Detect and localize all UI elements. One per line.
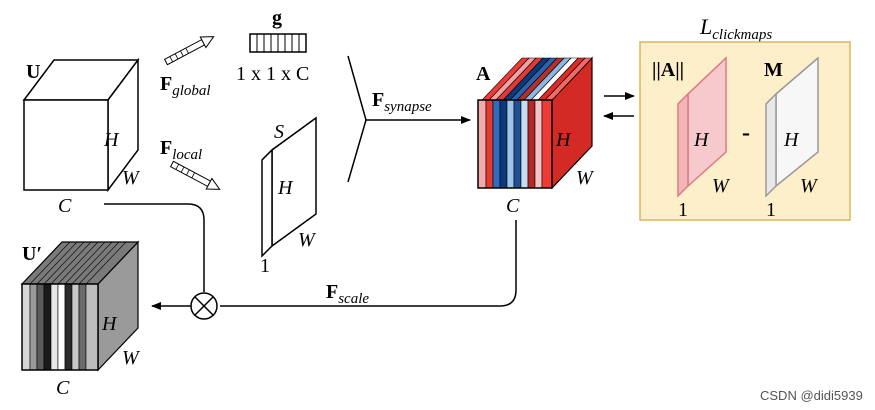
a-w-label: W <box>576 167 595 189</box>
a-label: A <box>476 63 491 85</box>
uprime-c-label: C <box>56 377 70 399</box>
a-c-label: C <box>506 195 520 217</box>
circle-times-icon <box>190 292 218 320</box>
g-vector <box>249 33 307 53</box>
f-synapse-label: Fsynapse <box>372 89 432 115</box>
f-global-arrow <box>163 36 215 66</box>
norm-a-h-label: H <box>693 129 710 151</box>
uprime-h-label: H <box>101 313 118 335</box>
f-scale-label: Fscale <box>326 281 369 307</box>
f-synapse-merge <box>347 55 471 183</box>
m-one-label: 1 <box>766 199 776 221</box>
loss-label: Lclickmaps <box>699 14 772 43</box>
norm-a-one-label: 1 <box>678 199 688 221</box>
g-label: g <box>272 7 282 29</box>
u-w-label: W <box>122 167 141 189</box>
u-c-label: C <box>58 195 72 217</box>
scale-path <box>220 220 517 307</box>
f-local-label: Flocal <box>160 137 202 163</box>
uprime-w-label: W <box>122 347 141 369</box>
s-label: S <box>274 121 284 143</box>
s-map <box>261 116 317 258</box>
f-local-arrow <box>169 160 221 190</box>
s-w-label: W <box>298 229 317 251</box>
norm-a-label: ||A|| <box>652 59 684 81</box>
uprime-label: U′ <box>22 243 42 265</box>
m-label: M <box>764 59 783 81</box>
output-cube-uprime <box>20 240 140 372</box>
skip-path <box>104 203 205 292</box>
m-w-label: W <box>800 175 819 197</box>
m-h-label: H <box>783 129 800 151</box>
minus-sign: - <box>742 120 750 146</box>
input-cube-u <box>22 57 140 193</box>
norm-a-map <box>677 56 727 198</box>
g-dims-label: 1 x 1 x C <box>236 63 309 85</box>
f-global-label: Fglobal <box>160 73 211 99</box>
attention-cube-a <box>477 56 593 190</box>
u-h-label: H <box>103 129 120 151</box>
norm-a-w-label: W <box>712 175 731 197</box>
u-label: U <box>26 61 40 83</box>
s-h-label: H <box>277 177 294 199</box>
watermark-text: CSDN @didi5939 <box>760 388 863 403</box>
a-h-label: H <box>555 129 572 151</box>
s-one-label: 1 <box>260 255 270 277</box>
m-map <box>765 56 819 198</box>
